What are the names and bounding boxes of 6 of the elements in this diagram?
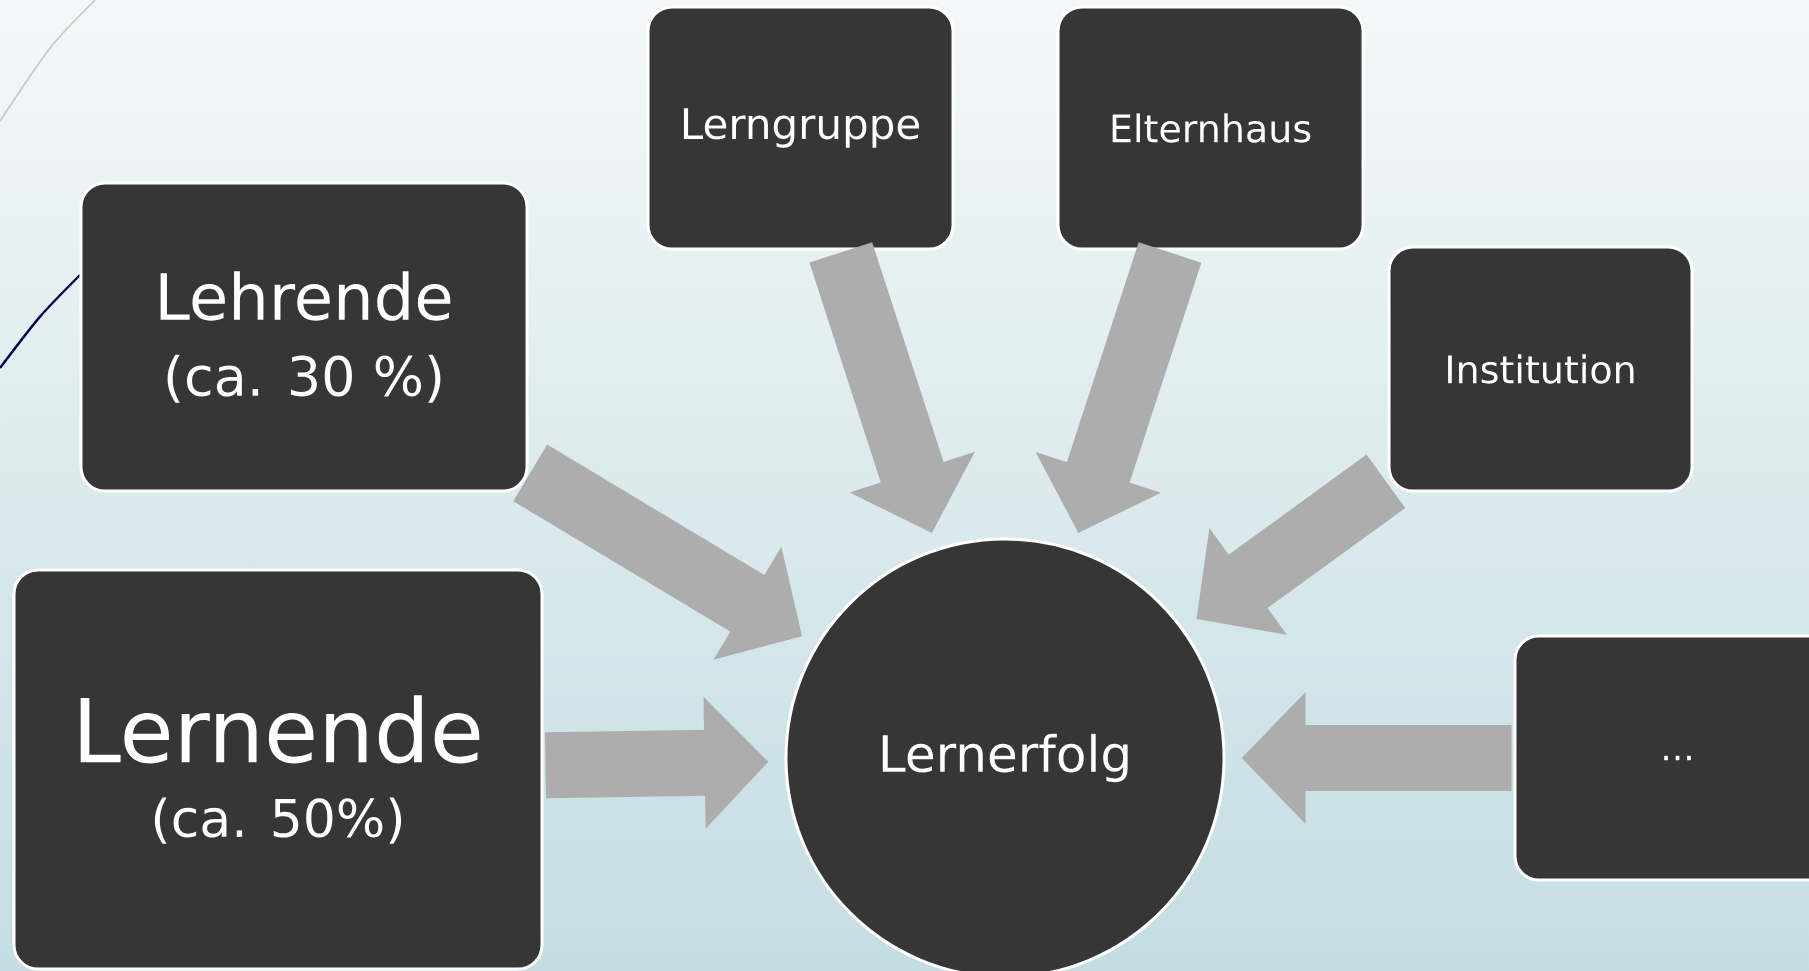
factor-box: Lehrende (ca. 30 %): [79, 181, 529, 493]
factor-box: Elternhaus: [1056, 5, 1365, 251]
factor-box: ...: [1513, 634, 1809, 882]
factor-box: Lernende (ca. 50%): [12, 568, 544, 971]
factor-box: Lerngruppe: [646, 5, 955, 251]
factor-box: Institution: [1387, 245, 1694, 493]
